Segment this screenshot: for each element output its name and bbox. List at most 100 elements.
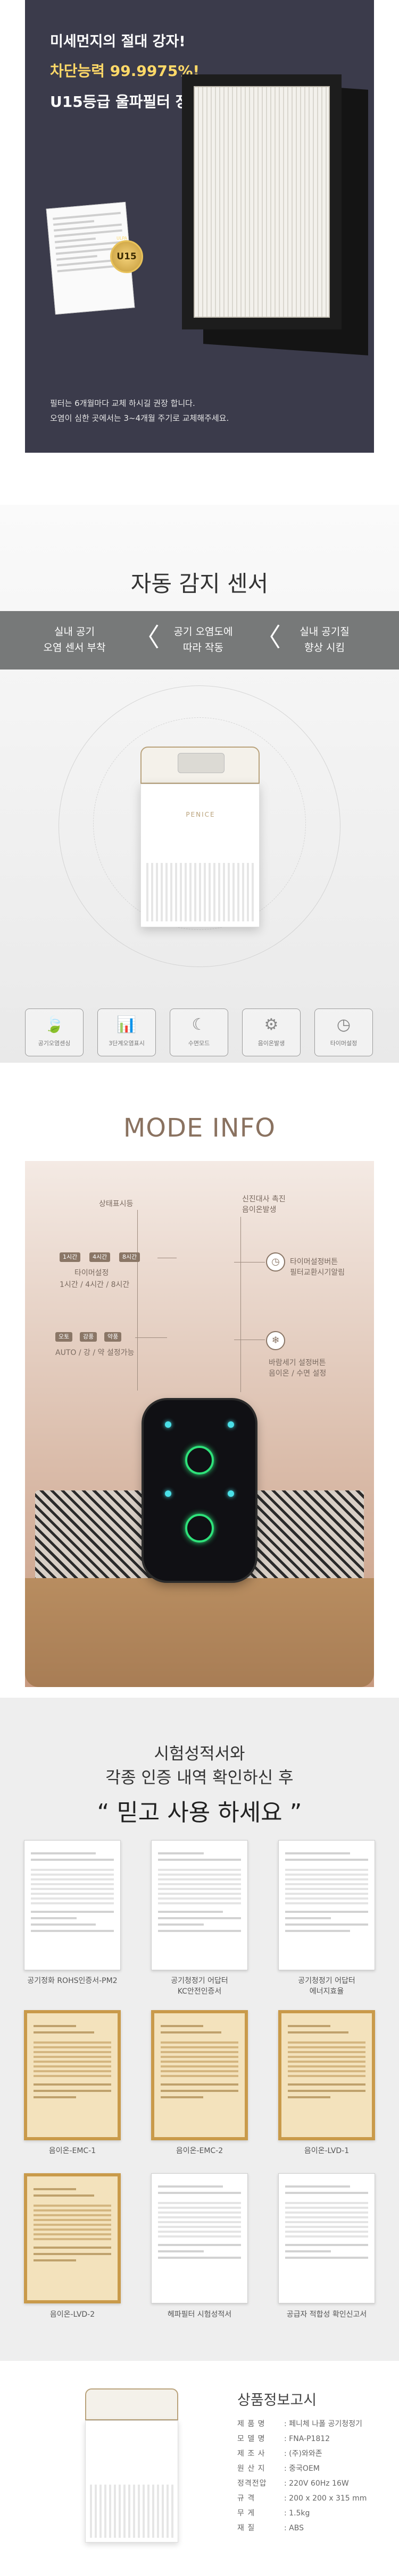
label-fan-speed: AUTO / 강 / 약 설정가능: [55, 1349, 135, 1357]
device-body: PENICE: [140, 784, 260, 927]
product-body: [85, 2420, 178, 2543]
moon-icon: ☾: [192, 1015, 206, 1034]
label-timer-title: 타이머설정: [74, 1269, 109, 1277]
label-timer-values: 1시간 / 4시간 / 8시간: [60, 1281, 130, 1289]
product-info-section: 상품정보고시 제 품 명 : 페니체 나폴 공기청정기 모 델 명: FNA-P1…: [0, 2367, 399, 2576]
cert-emc-2: [151, 2010, 248, 2140]
info-key: 모 델 명: [237, 2435, 265, 2443]
info-row: 모 델 명: FNA-P1812: [237, 2433, 330, 2444]
ulpa-filter-image: [182, 74, 342, 329]
cert-caption: 음이온-EMC-2: [176, 2147, 223, 2155]
info-key: 원 산 지: [237, 2464, 265, 2473]
cert-caption: 공급자 적합성 확인신고서: [286, 2310, 367, 2319]
filter-note-2: 오염이 심한 곳에서는 3~4개월 주기로 교체해주세요.: [50, 413, 229, 423]
filter-card: 미세먼지의 절대 강자! 차단능력 99.9975%! U15등급 울파필터 장…: [25, 0, 374, 453]
leader-line: [135, 1337, 167, 1338]
sensor-feature-icons: 🍃 공기오염센싱 📊 3단계오염표시 ☾ 수면모드 ⚙ 음이온발생 ◷ 타이머설…: [25, 1009, 374, 1067]
info-row: 정격전압 : 220V 60Hz 16W: [237, 2478, 349, 2488]
info-value: : 200 x 200 x 315 mm: [284, 2494, 367, 2503]
device-logo: PENICE: [186, 811, 215, 818]
fan-box-auto: 오토: [55, 1332, 73, 1342]
cert-lvd-1: [278, 2010, 375, 2140]
cert-caption: 음이온-LVD-1: [304, 2147, 350, 2155]
band-item-operation: 공기 오염도에 따라 작동: [173, 626, 233, 654]
info-row: 재 질 : ABS: [237, 2522, 304, 2533]
info-row: 제 조 사: (주)와와존: [237, 2448, 322, 2459]
mode-info-section: MODE INFO 상태표시등 신진대사 촉진 음이온발생 1시간 4시간 8시…: [0, 1103, 399, 1692]
info-key: 재 질: [237, 2524, 255, 2532]
leader-line: [137, 1210, 138, 1391]
indicator-light: [165, 1490, 171, 1497]
chevron-left-icon: 〈: [255, 623, 281, 653]
label-status-light: 상태표시등: [99, 1200, 134, 1208]
cert-hepa-report: [151, 2173, 248, 2303]
device-control-panel-closeup: [144, 1400, 255, 1581]
feature-air-sensing: 🍃 공기오염센싱: [25, 1009, 84, 1056]
cert-emc-1: [24, 2010, 121, 2140]
u15-badge: U15: [110, 240, 143, 273]
cert-supplier-conformity: [278, 2173, 375, 2303]
feature-label: 타이머설정: [330, 1040, 358, 1047]
cert-caption: 헤파필터 시험성적서: [167, 2310, 232, 2319]
cert-caption: 공기청정기 어답터 에너지효율: [298, 1977, 355, 1996]
filter-headline-2: 차단능력 99.9975%!: [50, 62, 200, 80]
feature-label: 음이온발생: [257, 1040, 285, 1047]
timer-clock-icon: ◷: [266, 1252, 285, 1272]
info-key: 제 품 명: [237, 2420, 265, 2428]
product-top: [85, 2388, 178, 2420]
info-key: 정격전압: [237, 2479, 267, 2488]
device-control-panel: [178, 753, 225, 773]
cert-energy: [278, 1840, 375, 1970]
mode-info-title: MODE INFO: [123, 1113, 276, 1143]
fan-speed-icon: ❄: [266, 1331, 285, 1350]
cert-caption: 음이온-EMC-1: [48, 2147, 96, 2155]
auto-sensor-section: 자동 감지 센서 실내 공기 오염 센서 부착 〈 공기 오염도에 따라 작동 …: [0, 505, 399, 1063]
cert-caption: 음이온-LVD-2: [49, 2310, 95, 2319]
band-item-sensor: 실내 공기 오염 센서 부착: [43, 626, 106, 654]
device-top: [140, 747, 260, 784]
cert-caption: 공기청정기 어답터 KC안전인증서: [171, 1977, 228, 1996]
filter-media: [194, 86, 330, 318]
info-value: : 페니체 나폴 공기청정기: [284, 2420, 362, 2428]
info-value: : ABS: [284, 2524, 304, 2532]
product-image: [85, 2388, 178, 2548]
indicator-light: [165, 1421, 171, 1428]
info-row: 제 품 명 : 페니체 나폴 공기청정기: [237, 2418, 362, 2429]
timer-box-8h: 8시간: [119, 1252, 140, 1262]
timer-box-1h: 1시간: [60, 1252, 81, 1262]
cert-lvd-2: [24, 2173, 121, 2303]
cert-heading-2: 각종 인증 내역 확인하신 후: [105, 1768, 294, 1787]
filter-section: 미세먼지의 절대 강자! 차단능력 99.9975%! U15등급 울파필터 장…: [0, 0, 399, 478]
chart-icon: 📊: [117, 1015, 137, 1034]
cert-heading-1: 시험성적서와: [154, 1744, 245, 1764]
sensor-title: 자동 감지 센서: [130, 571, 269, 597]
device-grill: [146, 863, 255, 921]
cert-kc-adapter: [151, 1840, 248, 1970]
filter-headline-1: 미세먼지의 절대 강자!: [50, 33, 186, 50]
cert-heading-3: “ 믿고 사용 하세요 ”: [97, 1799, 302, 1826]
leader-line: [240, 1217, 241, 1392]
info-value: : 중국OEM: [284, 2464, 320, 2473]
mode-ring-button[interactable]: [185, 1514, 214, 1543]
info-row: 규 격: 200 x 200 x 315 mm: [237, 2493, 367, 2503]
ulpa-badge-top: ULPA: [117, 236, 128, 241]
band-item-quality: 실내 공기질 향상 시킴: [300, 626, 350, 654]
product-info-title: 상품정보고시: [237, 2392, 317, 2409]
info-row: 원 산 지 : 중국OEM: [237, 2463, 320, 2473]
sensor-feature-band: 실내 공기 오염 센서 부착 〈 공기 오염도에 따라 작동 〈 실내 공기질 …: [0, 611, 399, 670]
sensor-network-ring: [59, 685, 340, 967]
info-key: 무 게: [237, 2509, 255, 2518]
feature-sleep-mode: ☾ 수면모드: [170, 1009, 228, 1056]
product-grill: [90, 2485, 174, 2538]
power-ring-button[interactable]: [185, 1446, 214, 1475]
cert-caption: 공기정화 ROHS인증서-PM2: [27, 1977, 118, 1985]
air-purifier-image: PENICE: [134, 747, 266, 927]
info-value: : 220V 60Hz 16W: [284, 2479, 349, 2488]
info-key: 제 조 사: [237, 2450, 265, 2458]
sensor-network-ring-inner: [93, 717, 306, 930]
indicator-light: [228, 1421, 234, 1428]
gear-icon: ⚙: [264, 1015, 279, 1034]
info-row: 무 게: 1.5kg: [237, 2507, 310, 2518]
label-anion: 신진대사 촉진 음이온발생: [242, 1195, 286, 1214]
